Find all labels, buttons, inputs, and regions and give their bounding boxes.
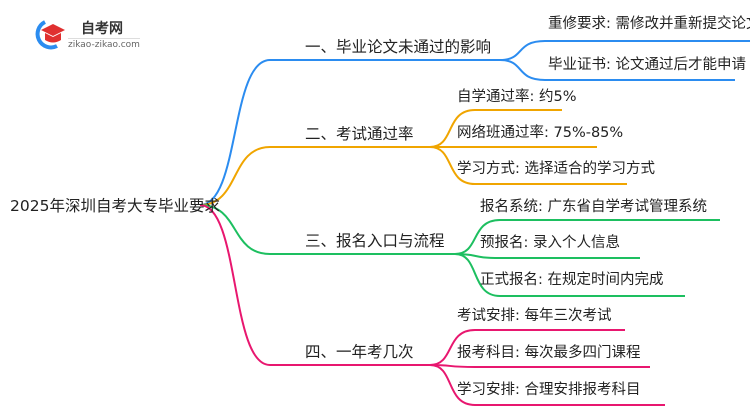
branch-1: 一、毕业论文未通过的影响 [305, 38, 492, 56]
leaf-4-1-connector [429, 329, 625, 366]
leaf-1-2: 毕业证书: 论文通过后才能申请 [548, 57, 746, 73]
branch-4: 四、一年考几次 [305, 343, 414, 361]
leaf-2-1: 自学通过率: 约5% [457, 89, 577, 105]
leaf-1-1: 重修要求: 需修改并重新提交论文 [548, 16, 750, 32]
leaf-3-1-connector [454, 219, 720, 255]
leaf-1-1-connector [499, 40, 750, 61]
graduation-cap-icon [35, 20, 65, 50]
logo: 自考网 zikao-zikao.com [33, 18, 143, 52]
leaf-4-3: 学习安排: 合理安排报考科目 [457, 382, 641, 398]
leaf-1-2-connector [499, 59, 735, 81]
branch-2: 二、考试通过率 [305, 125, 414, 143]
leaf-4-1: 考试安排: 每年三次考试 [457, 308, 612, 324]
leaf-3-3: 正式报名: 在规定时间内完成 [480, 272, 664, 288]
leaf-3-3-connector [454, 253, 685, 297]
leaf-3-2-connector [454, 253, 640, 259]
logo-name: 自考网 [81, 21, 123, 37]
root-node: 2025年深圳自考大专毕业要求 [10, 197, 220, 215]
branch-3-connector [199, 204, 455, 255]
leaf-3-1: 报名系统: 广东省自学考试管理系统 [480, 199, 707, 215]
leaf-4-3-connector [429, 364, 665, 406]
branch-3: 三、报名入口与流程 [305, 232, 445, 250]
leaf-2-1-connector [429, 109, 562, 148]
logo-url: zikao-zikao.com [68, 38, 140, 50]
leaf-2-3-connector [429, 146, 627, 185]
branch-2-connector [199, 146, 430, 206]
branch-1-connector [199, 59, 500, 206]
branch-4-connector [199, 204, 430, 366]
leaf-4-2: 报考科目: 每次最多四门课程 [457, 345, 641, 361]
leaf-4-2-connector [429, 364, 650, 368]
leaf-3-2: 预报名: 录入个人信息 [480, 235, 620, 251]
leaf-2-2: 网络班通过率: 75%-85% [457, 125, 624, 141]
leaf-2-3: 学习方式: 选择适合的学习方式 [457, 161, 655, 177]
